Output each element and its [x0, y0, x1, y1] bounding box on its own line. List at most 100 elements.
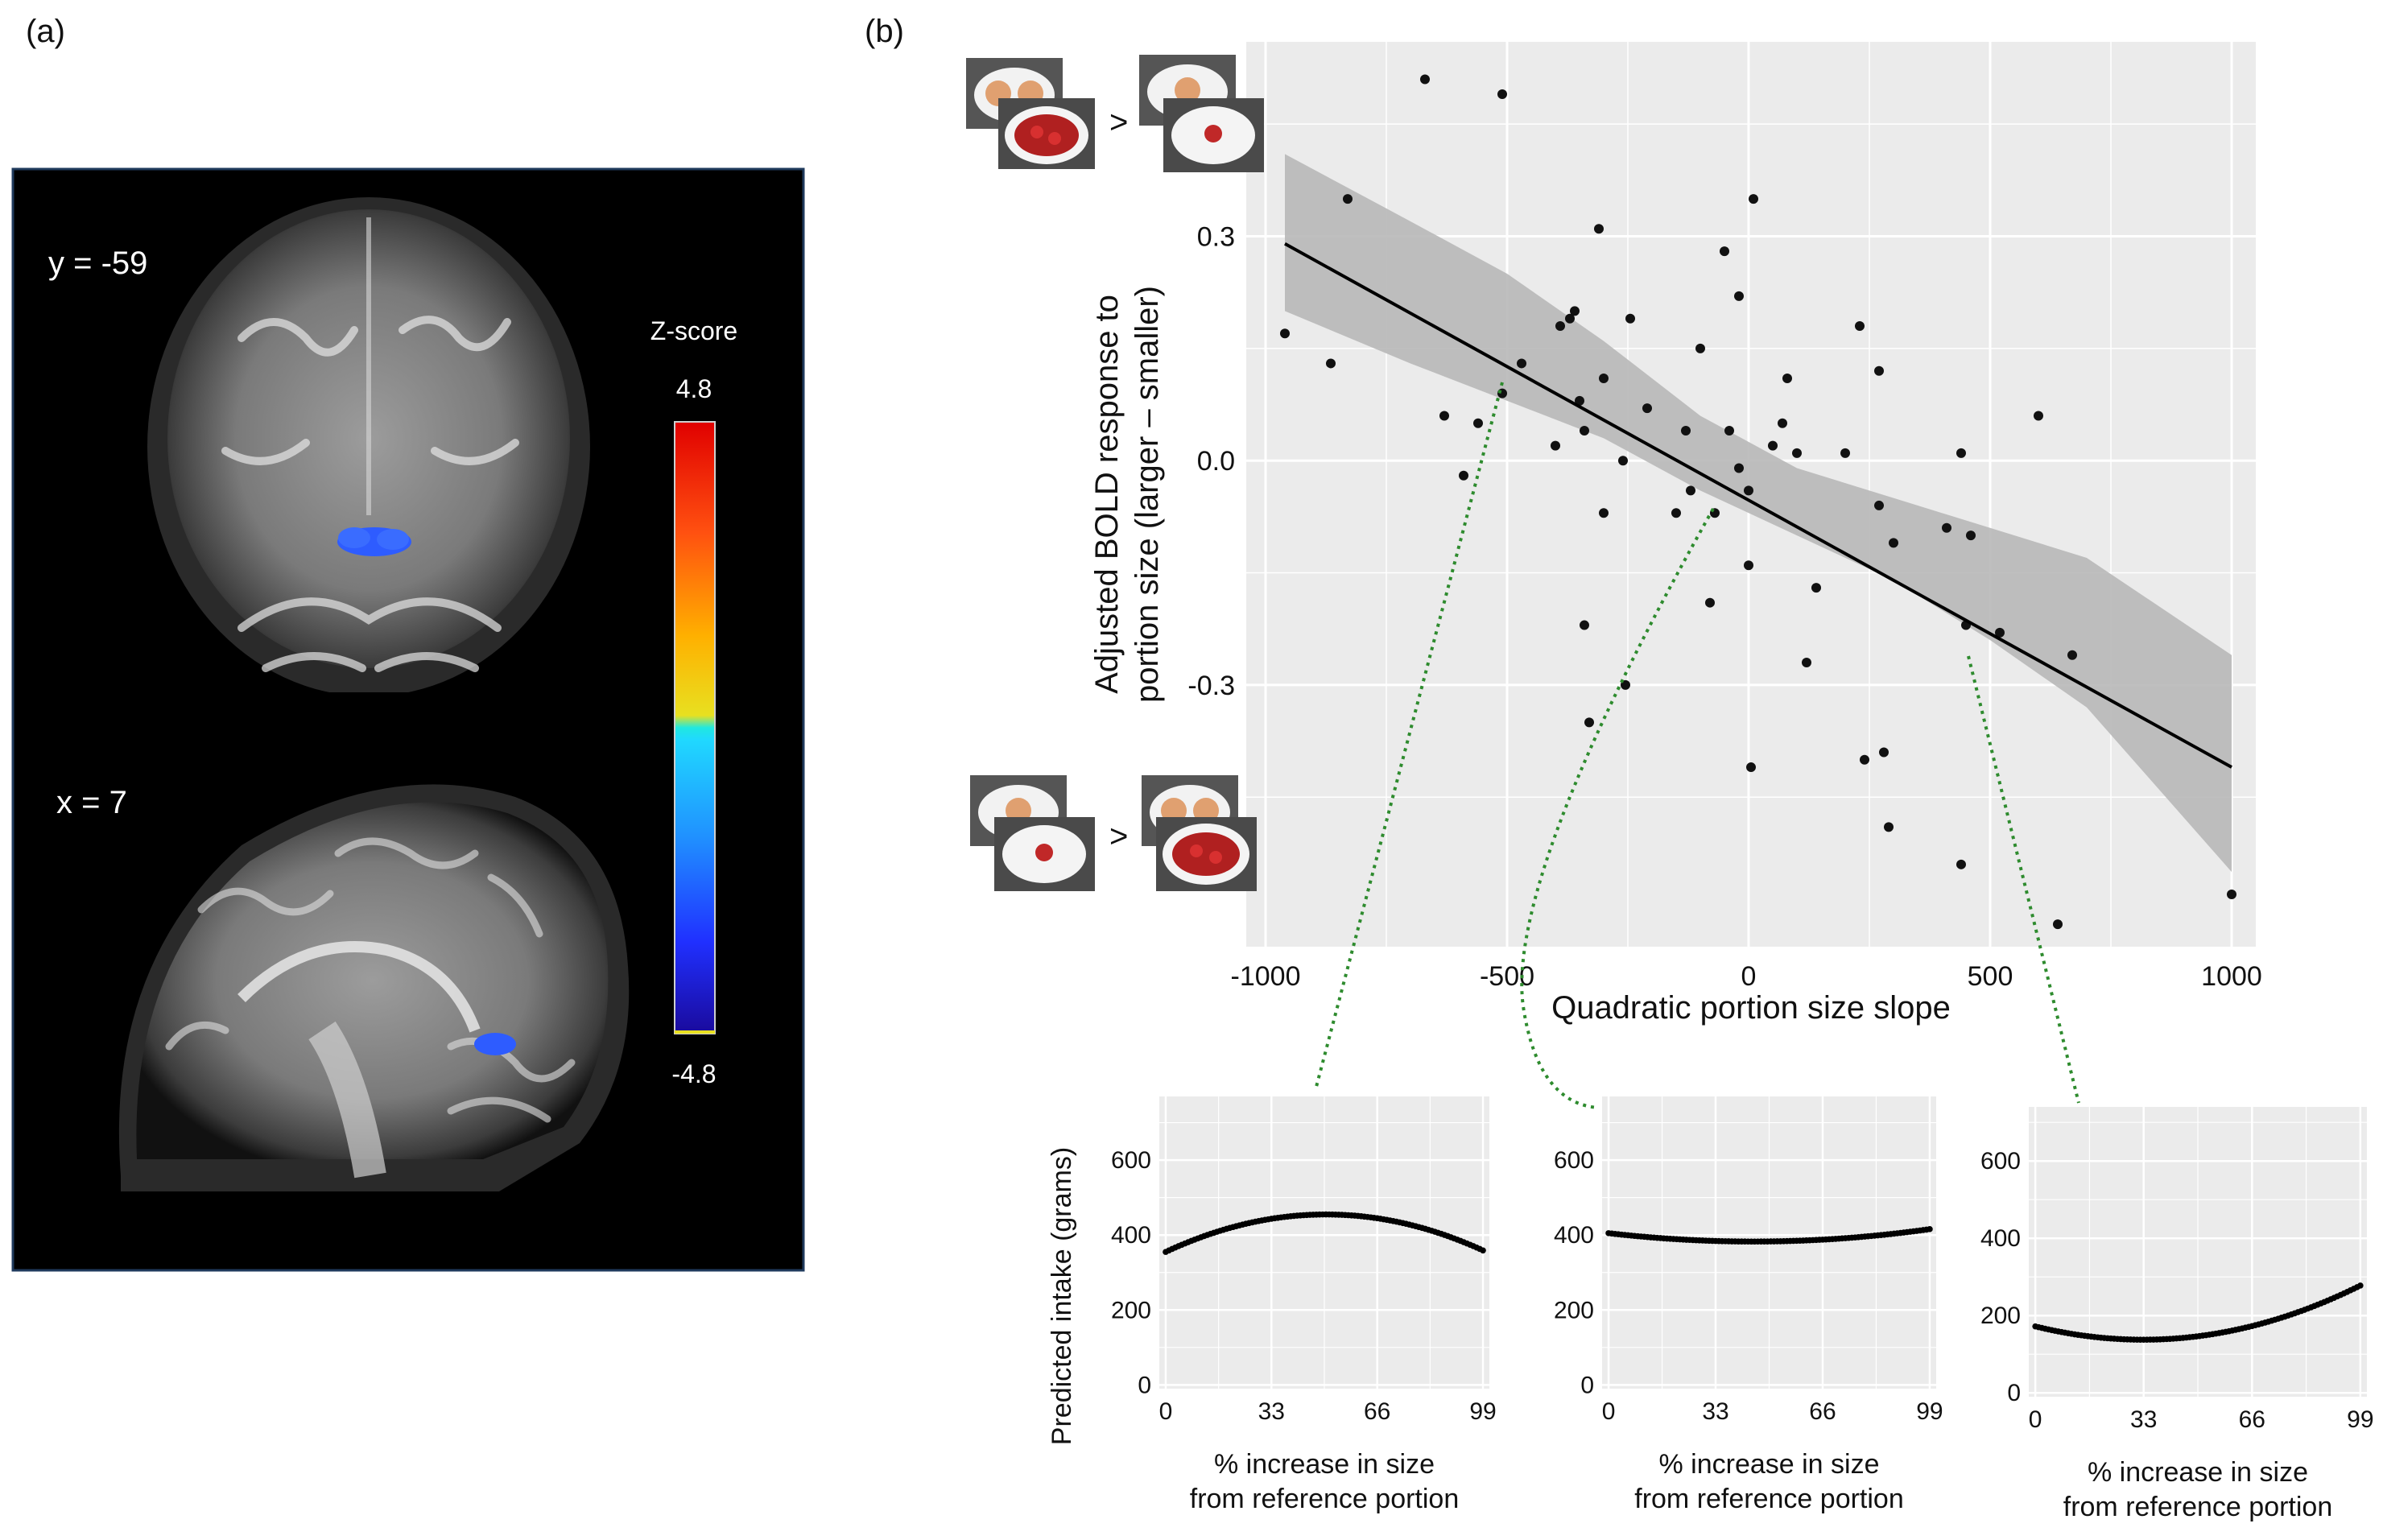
scatter-point — [1439, 411, 1449, 421]
scatter-point — [1642, 403, 1652, 414]
colorbar-title: Z-score — [650, 316, 737, 345]
sagittal-cluster — [474, 1033, 516, 1055]
scatter-point — [1497, 89, 1507, 100]
scatter-y-tick-label: -0.3 — [1187, 671, 1235, 701]
scatter-x-tick-label: -1000 — [1231, 961, 1301, 992]
panel-label-a: (a) — [26, 14, 65, 49]
scatter-point — [1802, 658, 1811, 668]
scatter-point — [1599, 374, 1609, 384]
scatter-y-ticks: 0.30.0-0.3 — [1187, 222, 1235, 701]
colorbar-min-label: -4.8 — [671, 1059, 716, 1088]
scatter-point — [1724, 426, 1734, 436]
intake-y-tick-label: 200 — [1980, 1303, 2021, 1329]
scatter-point — [1778, 418, 1787, 428]
scatter-point — [1555, 320, 1565, 331]
intake-x-tick-label: 66 — [1364, 1398, 1390, 1425]
intake-y-tick-label: 0 — [2007, 1380, 2021, 1406]
scatter-point — [1686, 485, 1695, 496]
zscore-colorbar: Z-score 4.8 -4.8 — [650, 316, 737, 1088]
connector-left — [1315, 382, 1504, 1088]
scatter-point — [1594, 224, 1604, 234]
scatter-point — [1459, 470, 1468, 481]
sagittal-coordinate: x = 7 — [56, 785, 127, 820]
intake-x-tick-label: 66 — [1809, 1398, 1836, 1425]
scatter-point — [1695, 343, 1705, 353]
scatter-point — [1782, 374, 1792, 384]
scatter-point — [1749, 194, 1758, 204]
scatter-point — [2067, 650, 2077, 660]
scatter-point — [2034, 411, 2043, 421]
colorbar-max-label: 4.8 — [676, 374, 712, 403]
scatter-point — [1570, 306, 1580, 316]
scatter-point — [1884, 822, 1894, 832]
intake-curve-point — [1927, 1226, 1933, 1232]
intake-x-tick-label: 0 — [1159, 1398, 1173, 1425]
connector-middle — [1520, 508, 1715, 1109]
intake-x-tick-label: 99 — [2347, 1406, 2373, 1433]
scatter-point — [1879, 747, 1889, 758]
scatter-point — [1860, 754, 1869, 765]
scatter-point — [1956, 448, 1966, 458]
scatter-point — [1942, 522, 1951, 533]
intake-curve-point — [1480, 1247, 1486, 1254]
scatter-point — [1280, 328, 1290, 339]
scatter-point — [1956, 859, 1966, 869]
intake-x-axis-label-line1: % increase in size — [2088, 1457, 2308, 1488]
intake-y-tick-label: 600 — [1980, 1148, 2021, 1175]
intake-x-tick-label: 33 — [1258, 1398, 1285, 1425]
scatter-x-tick-label: 0 — [1741, 961, 1757, 992]
regression-line — [1284, 242, 2232, 769]
intake-x-tick-label: 0 — [2029, 1406, 2042, 1433]
comparison-symbol-top: > — [1109, 105, 1128, 140]
sagittal-slice — [81, 784, 660, 1224]
scatter-point — [1840, 448, 1850, 458]
scatter-point — [1734, 463, 1744, 473]
scatter-point — [1734, 291, 1744, 301]
scatter-point — [1744, 485, 1753, 496]
scatter-point — [1551, 440, 1560, 451]
scatter-y-tick-label: 0.0 — [1197, 446, 1235, 477]
intake-x-tick-label: 33 — [1702, 1398, 1728, 1425]
scatter-point — [1599, 508, 1609, 518]
scatter-point — [1326, 358, 1336, 369]
confidence-band — [1285, 154, 2232, 873]
scatter-x-tick-label: -500 — [1480, 961, 1534, 992]
intake-x-tick-label: 99 — [1916, 1398, 1943, 1425]
intake-x-tick-label: 66 — [2239, 1406, 2265, 1433]
intake-y-tick-label: 200 — [1554, 1297, 1594, 1323]
intake-y-tick-label: 0 — [1138, 1372, 1151, 1398]
scatter-point — [1811, 583, 1821, 593]
intake-x-axis-label-line2: from reference portion — [2063, 1492, 2333, 1522]
scatter-point — [1874, 500, 1884, 510]
scatter-point — [1580, 620, 1589, 630]
scatter-x-tick-label: 1000 — [2201, 961, 2262, 992]
coronal-slice — [129, 197, 612, 716]
food-photo-larger-greater-than-smaller-icon: > — [966, 55, 1264, 172]
scatter-point — [1517, 358, 1526, 369]
scatter-point — [1671, 508, 1681, 518]
brain-panel: y = -59 x = 7 Z-score 4.8 - — [11, 167, 805, 1272]
scatter-point — [1746, 762, 1756, 773]
intake-x-axis-label-line1: % increase in size — [1658, 1449, 1879, 1480]
scatter-point — [1966, 531, 1976, 541]
scatter-point — [1575, 395, 1584, 406]
scatter-point — [1584, 717, 1594, 728]
scatter-point — [1625, 313, 1635, 324]
intake-x-tick-label: 0 — [1602, 1398, 1616, 1425]
scatter-point — [1768, 440, 1778, 451]
intake-y-tick-label: 400 — [1554, 1222, 1594, 1249]
intake-y-tick-label: 200 — [1111, 1297, 1151, 1323]
scatter-point — [1420, 74, 1430, 85]
scatter-point — [1874, 365, 1884, 376]
intake-x-axis-label-line2: from reference portion — [1634, 1484, 1904, 1514]
coronal-coordinate: y = -59 — [48, 246, 147, 281]
scatter-point — [2227, 889, 2236, 899]
scatter-y-axis-label-line2: portion size (larger – smaller) — [1130, 286, 1165, 703]
scatter-point — [1792, 448, 1802, 458]
scatter-point — [1889, 538, 1898, 548]
